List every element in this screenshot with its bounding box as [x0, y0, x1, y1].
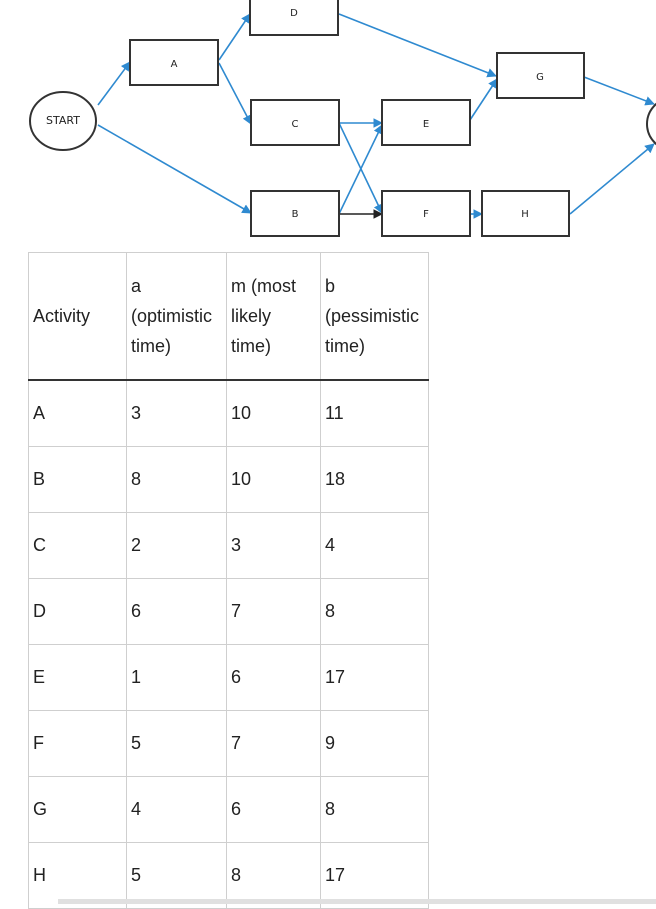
node-b [250, 190, 340, 237]
cell-pessimistic: 8 [320, 776, 429, 843]
cell-pessimistic: 8 [320, 578, 429, 645]
edge-a-c [218, 62, 252, 125]
edge-d-g [338, 13, 497, 78]
start-node [29, 91, 97, 151]
node-e-label: E [423, 119, 429, 130]
edge-start-b [97, 124, 252, 214]
header-pessimistic-line: (pessimistic [325, 306, 420, 326]
node-a-label: A [171, 59, 178, 70]
table-row: A 3 10 11 [28, 379, 429, 447]
node-d-label: D [290, 8, 298, 19]
table-row: E 1 6 17 [28, 644, 429, 711]
pert-estimates-table: Activity a (optimistic time) m (most lik… [28, 252, 429, 909]
cell-most-likely: 3 [226, 512, 321, 579]
cell-optimistic: 6 [126, 578, 227, 645]
header-most-likely: m (most likely time) [226, 252, 321, 381]
header-optimistic-line: (optimistic [131, 306, 213, 326]
cell-pessimistic: 9 [320, 710, 429, 777]
node-g-label: G [536, 72, 544, 83]
table-row: G 4 6 8 [28, 776, 429, 843]
network-diagram: START A D C B E F G H [29, 0, 656, 237]
table-row: D 6 7 8 [28, 578, 429, 645]
cell-activity: D [28, 578, 127, 645]
node-h [481, 190, 570, 237]
cell-most-likely: 10 [226, 446, 321, 513]
header-most-likely-line: m (most [231, 276, 296, 296]
header-activity: Activity [28, 252, 127, 381]
node-e [381, 99, 471, 146]
edge-h-finish [569, 143, 655, 215]
cell-optimistic: 8 [126, 446, 227, 513]
cell-optimistic: 2 [126, 512, 227, 579]
node-f [381, 190, 471, 237]
node-f-label: F [423, 209, 429, 220]
cell-pessimistic: 4 [320, 512, 429, 579]
cell-most-likely: 7 [226, 710, 321, 777]
header-optimistic-line: a [131, 276, 142, 296]
table-row: F 5 7 9 [28, 710, 429, 777]
cell-most-likely: 10 [226, 379, 321, 447]
edge-a-d [218, 13, 251, 61]
cell-optimistic: 3 [126, 379, 227, 447]
cell-activity: F [28, 710, 127, 777]
cell-activity: B [28, 446, 127, 513]
header-pessimistic-line: b [325, 276, 336, 296]
header-pessimistic: b (pessimistic time) [320, 252, 429, 381]
cell-activity: G [28, 776, 127, 843]
horizontal-scrollbar[interactable] [58, 899, 656, 904]
node-g [496, 52, 585, 99]
edge-g-finish [583, 76, 655, 106]
table-row: C 2 3 4 [28, 512, 429, 579]
table-header-row: Activity a (optimistic time) m (most lik… [28, 252, 429, 381]
table-row: B 8 10 18 [28, 446, 429, 513]
cell-most-likely: 6 [226, 644, 321, 711]
cell-most-likely: 6 [226, 776, 321, 843]
cell-optimistic: 5 [126, 710, 227, 777]
start-label: START [46, 114, 80, 127]
header-most-likely-line: likely [231, 306, 272, 326]
header-optimistic-line: time) [131, 336, 171, 356]
cell-pessimistic: 18 [320, 446, 429, 513]
cell-activity: A [28, 379, 127, 447]
edge-b-e [338, 124, 383, 215]
node-c [250, 99, 340, 146]
cell-optimistic: 4 [126, 776, 227, 843]
cell-activity: E [28, 644, 127, 711]
node-d [249, 0, 339, 36]
cell-optimistic: 1 [126, 644, 227, 711]
cell-pessimistic: 17 [320, 644, 429, 711]
cell-most-likely: 7 [226, 578, 321, 645]
node-c-label: C [292, 119, 299, 130]
header-pessimistic-line: time) [325, 336, 365, 356]
edge-e-g [469, 78, 498, 121]
node-a [129, 39, 219, 86]
cell-pessimistic: 11 [320, 379, 429, 447]
header-most-likely-line: time) [231, 336, 271, 356]
header-optimistic: a (optimistic time) [126, 252, 227, 381]
table-row: H 5 8 17 [28, 842, 429, 909]
node-b-label: B [292, 209, 299, 220]
cell-optimistic: 5 [126, 842, 227, 909]
cell-activity: C [28, 512, 127, 579]
edge-start-a [97, 61, 131, 106]
finish-node [646, 102, 656, 146]
cell-most-likely: 8 [226, 842, 321, 909]
node-h-label: H [521, 209, 529, 220]
